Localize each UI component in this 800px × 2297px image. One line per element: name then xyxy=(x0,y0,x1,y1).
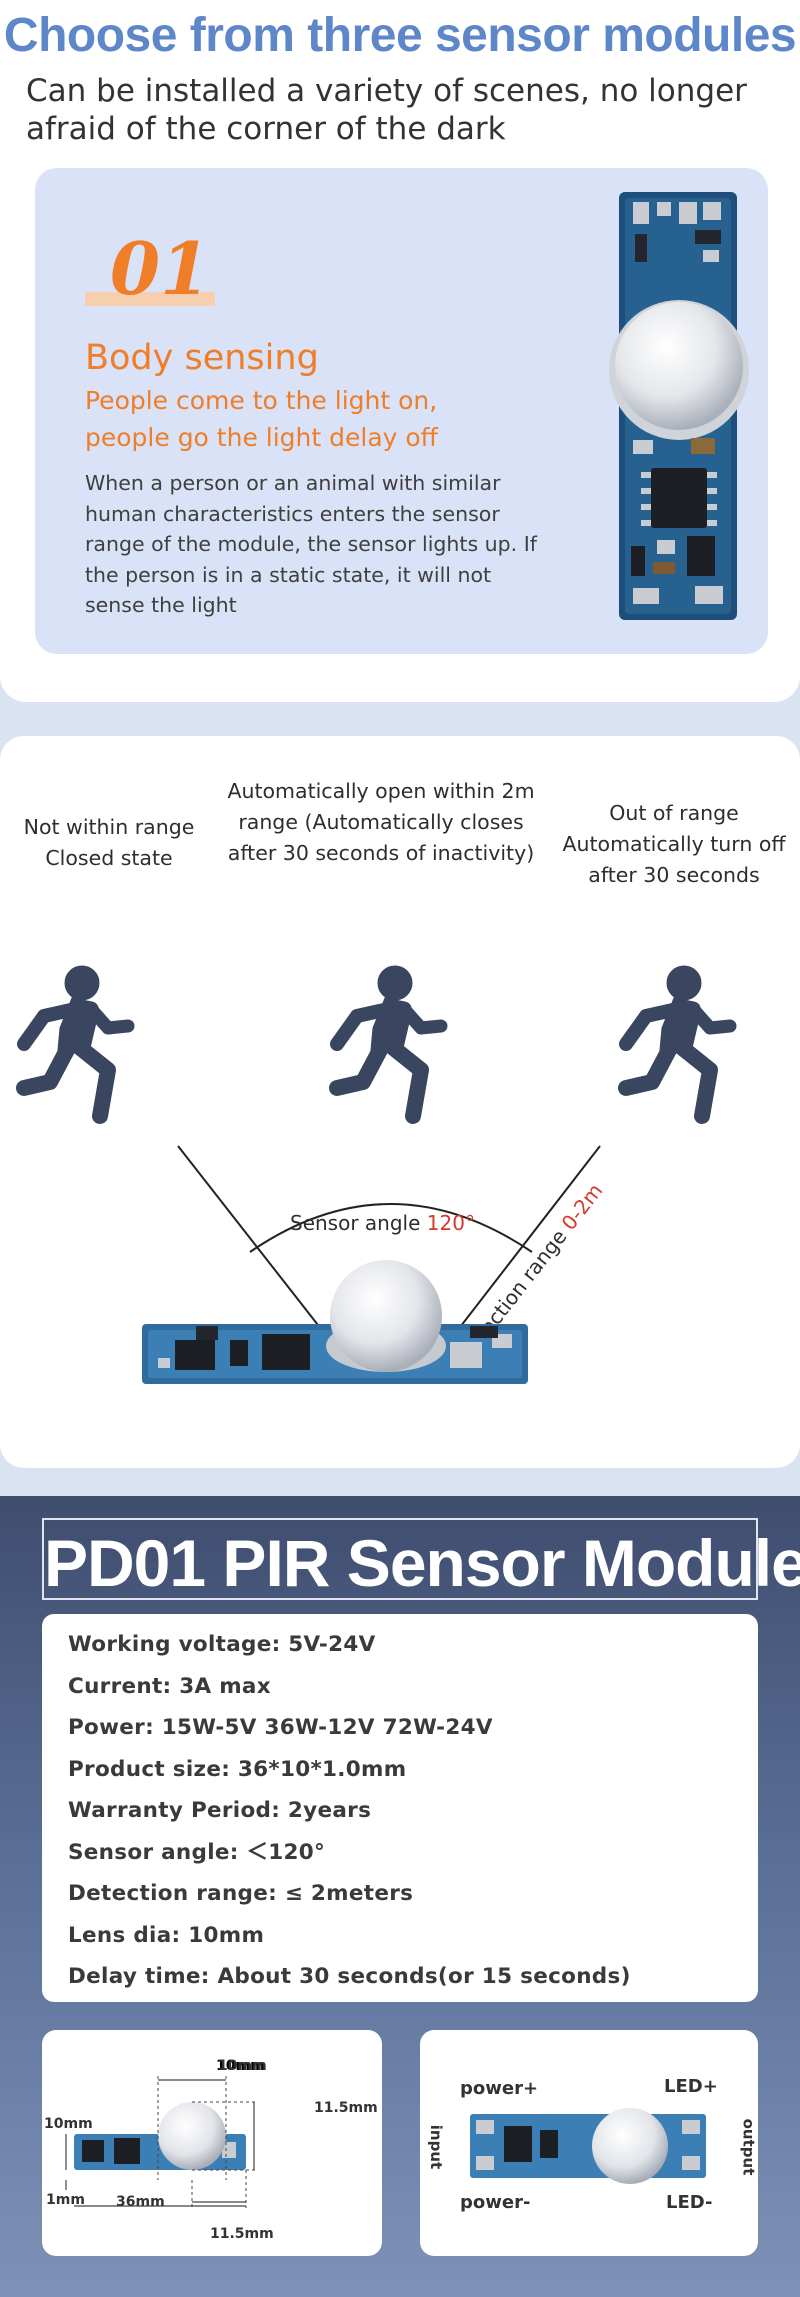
dim-offset-label: 11.5mm xyxy=(210,2226,274,2242)
pir-module-board-image xyxy=(609,192,749,620)
spec-product-size: Product size: 36*10*1.0mm xyxy=(68,1756,407,1782)
dim-length-label: 36mm xyxy=(116,2194,165,2210)
sensor-modules-section: Choose from three sensor modules Can be … xyxy=(0,0,800,702)
dim-thickness-label: 1mm xyxy=(46,2192,85,2208)
pin-power-minus: power- xyxy=(460,2192,531,2213)
module-subheading: People come to the light on, people go t… xyxy=(85,386,438,452)
dim-board-height-label: 10mm xyxy=(44,2116,93,2132)
product-title-frame: PD01 PIR Sensor Module xyxy=(42,1518,800,1600)
person-left-icon xyxy=(24,966,128,1116)
spec-detection-range: Detection range: ≤ 2meters xyxy=(68,1881,414,1906)
dimensions-card: 10mm 10mm 11.5mm 10mm 1mm 36mm 11.5mm xyxy=(42,2030,382,2256)
dimension-drawing: 10mm xyxy=(65,2058,265,2208)
dim-lens-width-label: 10mm xyxy=(218,2058,267,2074)
spec-list: Working voltage: 5V-24V Current: 3A max … xyxy=(68,1624,631,1998)
number-highlight-bar xyxy=(85,292,215,306)
pin-led-plus: LED+ xyxy=(664,2076,718,2097)
sensor-angle-label: Sensor angle 120° xyxy=(290,1211,475,1235)
spec-sensor-angle: Sensor angle: ＜120° xyxy=(68,1839,326,1865)
dim-lens-height-label: 11.5mm xyxy=(314,2100,378,2116)
spec-power: Power: 15W-5V 36W-12V 72W-24V xyxy=(68,1715,493,1740)
sensor-range-diagram: Sensor angle 120° Detection range 0-2m xyxy=(0,896,800,1384)
spec-delay-time: Delay time: About 30 seconds(or 15 secon… xyxy=(68,1964,631,1989)
person-right-icon xyxy=(626,966,730,1116)
pinout-drawing xyxy=(470,2108,706,2184)
dim-lens-width: 10mm xyxy=(216,2058,265,2074)
spec-working-voltage: Working voltage: 5V-24V xyxy=(68,1632,376,1657)
page-subtitle: Can be installed a variety of scenes, no… xyxy=(26,73,747,147)
module-heading: Body sensing xyxy=(85,338,319,378)
pin-power-plus: power+ xyxy=(460,2078,539,2099)
spec-warranty: Warranty Period: 2years xyxy=(68,1798,372,1823)
pin-led-minus: LED- xyxy=(666,2192,713,2213)
spec-current: Current: 3A max xyxy=(68,1673,271,1699)
label-not-in-range: Not within range Closed state xyxy=(23,815,195,870)
label-out-of-range: Out of range Automatically turn off afte… xyxy=(562,801,786,887)
sensing-range-diagram-section: Not within range Closed state Automatica… xyxy=(0,736,800,1468)
page-title: Choose from three sensor modules xyxy=(3,9,797,62)
spec-card: Working voltage: 5V-24V Current: 3A max … xyxy=(42,1614,758,2002)
module-number: 01 xyxy=(110,226,211,311)
body-sensing-card: 01 Body sensing People come to the light… xyxy=(35,168,768,654)
module-description: When a person or an animal with similar … xyxy=(85,471,537,617)
pir-board-side-image xyxy=(142,1260,528,1384)
pin-input: input xyxy=(427,2124,446,2170)
pd01-specs-section: PD01 PIR Sensor Module Working voltage: … xyxy=(0,1496,800,2297)
product-title: PD01 PIR Sensor Module xyxy=(44,1526,800,1600)
pinout-card: power+ power- LED+ LED- input output xyxy=(420,2030,758,2256)
person-middle-icon xyxy=(337,966,441,1116)
spec-lens-dia: Lens dia: 10mm xyxy=(68,1922,265,1948)
label-within-range: Automatically open within 2m range (Auto… xyxy=(227,779,535,865)
pin-output: output xyxy=(739,2118,758,2176)
